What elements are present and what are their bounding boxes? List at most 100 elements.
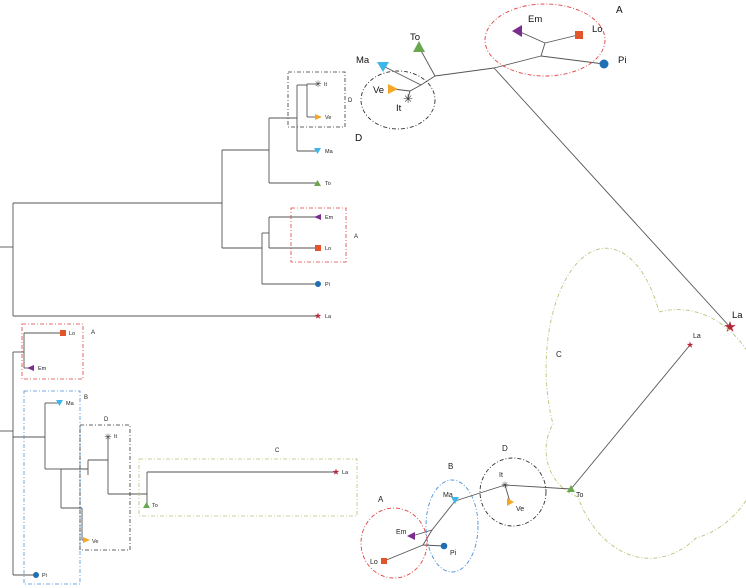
tip-la: La — [724, 310, 743, 332]
taxon-label-pi: Pi — [42, 573, 47, 579]
group-ellipse-d — [360, 70, 436, 130]
tip-lo: Lo — [60, 330, 75, 337]
taxon-label-lo: Lo — [325, 246, 331, 252]
tip-ma: Ma — [356, 55, 389, 72]
tip-pi: Pi — [33, 572, 47, 579]
tip-la: La — [332, 468, 349, 476]
tip-it: ✳ It — [396, 92, 413, 114]
triangle-right-icon — [507, 498, 514, 506]
taxon-label-ma: Ma — [325, 149, 334, 155]
tip-ve: Ve — [373, 84, 398, 96]
taxon-label-pi: Pi — [325, 282, 330, 288]
taxon-label-ma: Ma — [443, 492, 453, 499]
group-label-b: B — [84, 395, 88, 401]
triangle-right-icon — [315, 114, 322, 120]
triangle-up-icon — [413, 41, 425, 52]
triangle-up-icon — [143, 502, 150, 508]
taxon-label-em: Em — [325, 215, 334, 221]
square-icon — [60, 330, 66, 336]
tree-edges — [0, 332, 336, 576]
taxon-label-em: Em — [396, 529, 407, 536]
group-label-b: B — [448, 462, 453, 471]
taxon-label-em: Em — [528, 14, 542, 25]
group-label-a: A — [616, 5, 623, 16]
group-box-a — [21, 323, 84, 380]
taxon-label-em: Em — [38, 366, 47, 372]
group-ellipse-b — [425, 479, 479, 573]
tip-pi: Pi — [315, 281, 330, 288]
taxon-label-ve: Ve — [92, 539, 98, 545]
tip-em: Em — [396, 529, 415, 540]
star-icon — [314, 312, 322, 319]
taxon-label-pi: Pi — [450, 550, 457, 557]
asterisk-icon: ✳ — [403, 92, 413, 106]
tip-ve: Ve — [83, 537, 98, 545]
group-box-d — [79, 424, 131, 551]
tip-to: To — [143, 502, 158, 509]
taxon-label-lo: Lo — [592, 24, 603, 35]
taxon-label-la: La — [342, 470, 349, 476]
taxon-label-ma: Ma — [356, 55, 370, 66]
group-label-d: D — [355, 133, 362, 144]
tip-ma: Ma — [56, 400, 75, 407]
tree-edges — [0, 83, 318, 317]
square-icon — [381, 558, 387, 564]
taxon-label-ve: Ve — [325, 115, 331, 121]
triangle-down-icon — [314, 148, 321, 154]
tip-it: ✳ It — [104, 433, 117, 443]
taxon-label-la: La — [732, 310, 743, 321]
tip-la: La — [686, 333, 701, 348]
tip-lo: Lo — [315, 245, 331, 252]
taxon-label-to: To — [325, 181, 331, 187]
tip-to: To — [314, 180, 331, 187]
group-label-d: D — [348, 98, 353, 104]
taxon-label-la: La — [693, 333, 701, 340]
taxon-label-it: It — [396, 103, 402, 114]
triangle-left-icon — [314, 214, 321, 220]
taxon-label-ve: Ve — [373, 85, 384, 96]
star-icon — [724, 321, 736, 332]
triangle-up-icon — [567, 485, 575, 492]
tip-pi: Pi — [599, 55, 626, 69]
group-label-c: C — [556, 350, 562, 359]
star-icon — [332, 468, 340, 475]
triangle-up-icon — [314, 180, 321, 186]
circle-icon — [599, 59, 609, 69]
triangle-down-icon — [56, 400, 63, 406]
circle-icon — [440, 542, 448, 550]
tip-pi: Pi — [440, 542, 457, 557]
tip-em: Em — [27, 365, 47, 372]
tip-ma: Ma — [443, 492, 459, 504]
group-label-d: D — [502, 444, 508, 453]
triangle-down-icon — [451, 497, 459, 504]
group-box-b — [23, 390, 81, 585]
group-label-a: A — [354, 234, 358, 240]
asterisk-icon: ✳ — [314, 80, 322, 90]
asterisk-icon: ✳ — [501, 481, 509, 491]
circle-icon — [315, 281, 321, 287]
group-box-c — [138, 458, 358, 517]
group-box-a — [290, 207, 347, 263]
unrooted-panel-top-right: A D Em Lo Pi To Ma Ve ✳ It — [355, 3, 743, 332]
star-icon — [686, 341, 694, 348]
taxon-label-it: It — [324, 82, 328, 88]
triangle-right-icon — [83, 537, 90, 543]
taxon-label-la: La — [325, 314, 332, 320]
asterisk-icon: ✳ — [104, 433, 112, 443]
group-arc-c — [545, 247, 746, 559]
tree-edges — [382, 30, 731, 328]
unrooted-panel-bottom-right: A B D C Em Lo Pi Ma ✳ It Ve — [360, 247, 746, 579]
tree-panel-bottom-left: A B D C Lo Em Ma ✳ It To La — [0, 323, 358, 585]
tree-edges — [383, 344, 691, 562]
group-ellipse-a — [360, 507, 428, 579]
tip-em: Em — [512, 14, 542, 37]
taxon-label-to: To — [576, 492, 584, 499]
tip-to: To — [567, 485, 584, 499]
circle-icon — [33, 572, 39, 578]
triangle-left-icon — [27, 365, 34, 371]
group-ellipse-d — [479, 457, 547, 527]
triangle-left-icon — [407, 532, 415, 540]
group-label-a: A — [91, 330, 95, 336]
taxon-label-to: To — [152, 503, 158, 509]
